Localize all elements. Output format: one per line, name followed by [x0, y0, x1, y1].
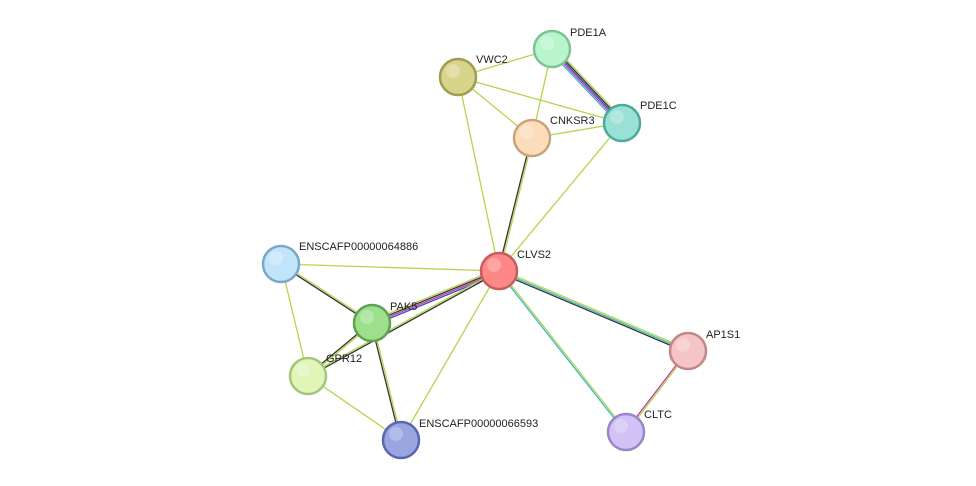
node-highlight	[487, 258, 501, 272]
node-cltc[interactable]: CLTC	[606, 409, 672, 452]
node-circle[interactable]	[602, 103, 642, 143]
edge-pak5-clvs2	[370, 268, 501, 326]
node-circle[interactable]	[479, 251, 519, 291]
node-pak5[interactable]: PAK5	[352, 301, 417, 343]
node-circle[interactable]	[288, 356, 328, 396]
node-circle[interactable]	[438, 57, 478, 97]
node-enscafp00000064886[interactable]: ENSCAFP00000064886	[261, 241, 418, 284]
edge-evidence-line	[498, 122, 623, 272]
edge-evidence-line	[400, 270, 500, 441]
node-highlight	[610, 110, 624, 124]
edge-evidence-line	[307, 271, 501, 378]
node-gpr12[interactable]: GPR12	[288, 353, 362, 396]
edge-evidence-line	[371, 271, 500, 325]
node-circle[interactable]	[606, 412, 646, 452]
edge-pde1c-clvs2	[498, 122, 623, 272]
edge-evidence-line	[497, 270, 627, 434]
node-vwc2[interactable]: VWC2	[438, 54, 508, 97]
node-label: PDE1C	[640, 100, 677, 112]
edge-evidence-line	[499, 137, 534, 272]
node-label: CLTC	[644, 409, 672, 421]
node-circle[interactable]	[512, 118, 552, 158]
node-highlight	[269, 251, 283, 265]
node-circle[interactable]	[261, 244, 301, 284]
node-label: PDE1A	[570, 27, 607, 39]
node-pde1c[interactable]: PDE1C	[602, 100, 677, 143]
edge-evidence-line	[370, 268, 499, 322]
node-highlight	[520, 125, 534, 139]
edge-evidence-line	[498, 268, 690, 351]
edge-evidence-line	[457, 76, 500, 272]
edge-evidence-line	[498, 269, 628, 433]
node-circle[interactable]	[668, 331, 708, 371]
edge-cnksr3-clvs2	[497, 137, 534, 272]
node-highlight	[296, 363, 310, 377]
edge-vwc2-clvs2	[457, 76, 500, 272]
node-label: CNKSR3	[550, 115, 595, 127]
node-label: ENSCAFP00000064886	[299, 241, 418, 253]
node-label: VWC2	[476, 54, 508, 66]
edge-clvs2-cltc	[497, 269, 628, 434]
node-highlight	[540, 36, 554, 50]
node-clvs2[interactable]: CLVS2	[479, 249, 551, 291]
edge-evidence-line	[280, 263, 500, 272]
node-label: GPR12	[326, 353, 362, 365]
node-label: ENSCAFP00000066593	[419, 418, 538, 430]
edge-enscafp00000066593-clvs2	[400, 270, 500, 441]
edge-evidence-line	[306, 269, 500, 376]
edge-pak5-enscafp00000066593	[370, 322, 403, 441]
node-pde1a[interactable]: PDE1A	[532, 27, 607, 69]
node-cnksr3[interactable]: CNKSR3	[512, 115, 595, 158]
node-label: PAK5	[390, 301, 417, 313]
edge-evidence-line	[370, 322, 401, 441]
node-circle[interactable]	[381, 420, 421, 460]
node-enscafp00000066593[interactable]: ENSCAFP00000066593	[381, 418, 538, 460]
node-ap1s1[interactable]: AP1S1	[668, 329, 740, 371]
node-label: CLVS2	[517, 249, 551, 261]
edge-evidence-line	[497, 271, 689, 354]
edge-enscafp00000064886-clvs2	[280, 263, 500, 272]
edge-evidence-line	[371, 269, 500, 323]
node-circle[interactable]	[352, 303, 392, 343]
node-label: AP1S1	[706, 329, 740, 341]
edge-evidence-line	[372, 272, 501, 326]
node-highlight	[446, 64, 460, 78]
edge-gpr12-clvs2	[306, 269, 501, 378]
node-highlight	[360, 310, 374, 324]
edge-evidence-line	[372, 322, 403, 441]
edge-evidence-line	[497, 137, 532, 272]
node-highlight	[389, 427, 403, 441]
node-highlight	[676, 338, 690, 352]
node-circle[interactable]	[532, 29, 572, 69]
node-highlight	[614, 419, 628, 433]
edge-clvs2-ap1s1	[497, 268, 690, 354]
edge-evidence-line	[498, 270, 689, 352]
